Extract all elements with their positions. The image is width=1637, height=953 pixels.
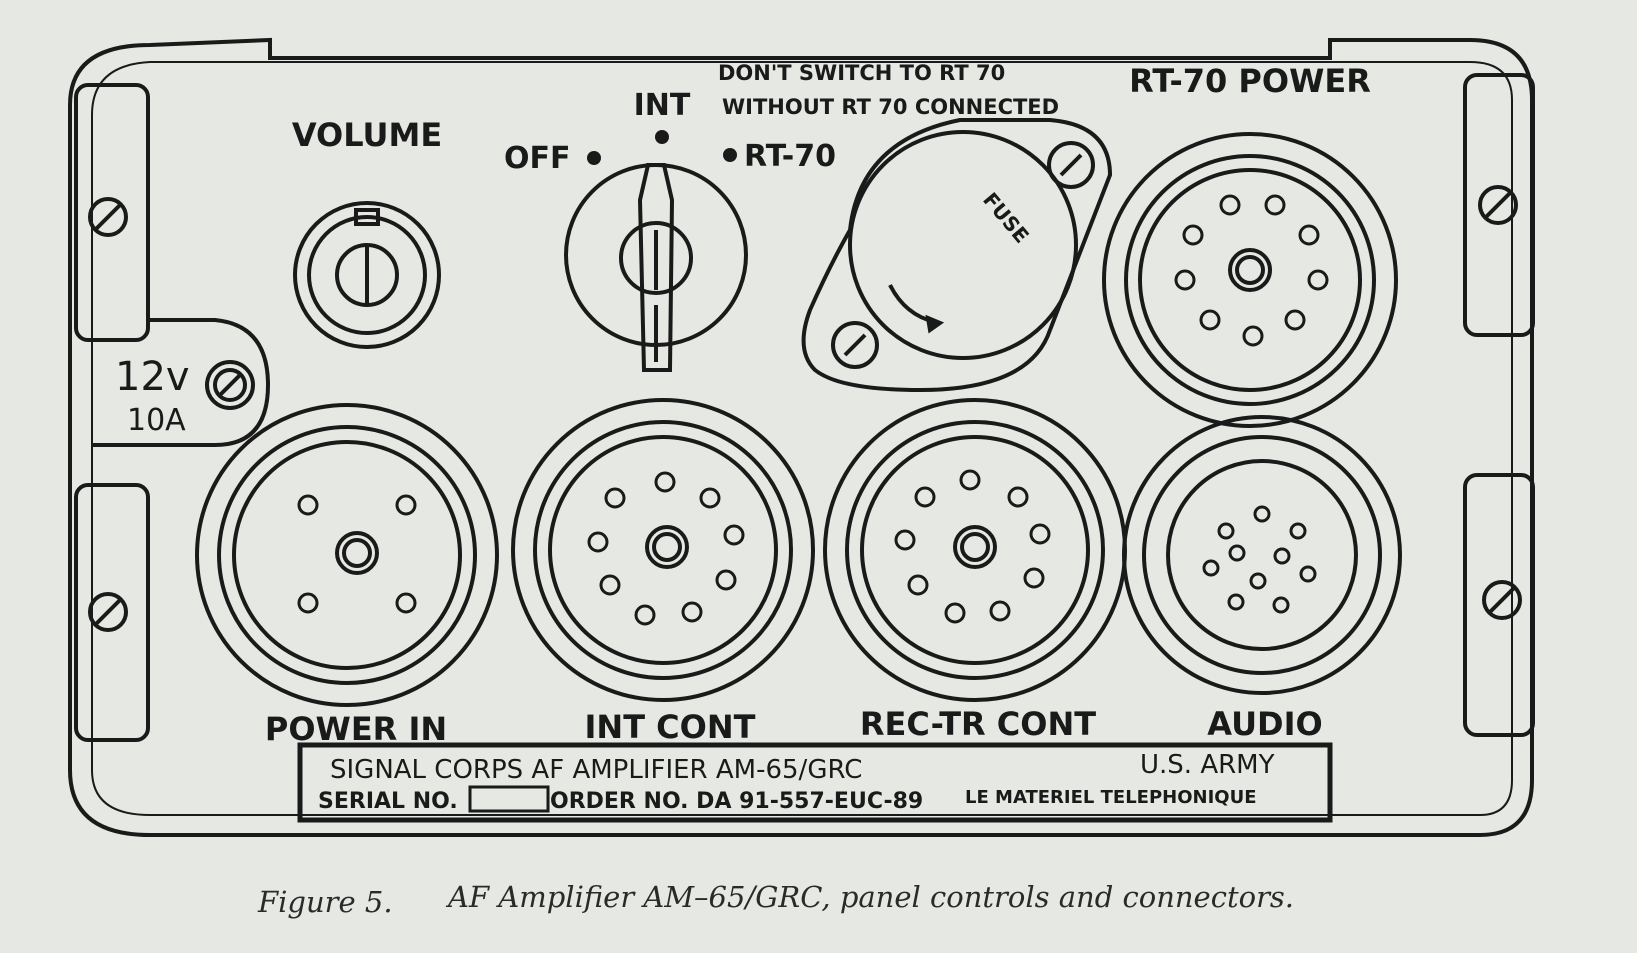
right-mounting-clip-top (1463, 73, 1535, 337)
left-mounting-clip-top (74, 83, 150, 342)
int-cont-connector[interactable] (511, 398, 815, 702)
power-in-pins (297, 494, 417, 614)
serial-label: SERIAL NO. (318, 789, 458, 814)
int-cont-label: INT CONT (585, 708, 756, 746)
amperage-label: 10A (127, 403, 186, 438)
rt70-power-label: RT-70 POWER (1129, 62, 1371, 100)
int-position-dot (655, 130, 669, 144)
rec-tr-cont-connector[interactable] (823, 398, 1127, 702)
nameplate (297, 742, 1333, 823)
int-cont-pins (587, 471, 745, 626)
warning-line-2: WITHOUT RT 70 CONNECTED (722, 95, 1059, 119)
volume-label: VOLUME (292, 116, 442, 154)
mode-switch[interactable] (564, 163, 748, 372)
order-number: ORDER NO. DA 91-557-EUC-89 (550, 789, 923, 814)
figure-caption: AF Amplifier AM–65/GRC, panel controls a… (445, 880, 1294, 914)
power-in-label: POWER IN (265, 710, 447, 748)
voltage-label: 12v (115, 354, 190, 400)
volume-knob[interactable] (293, 201, 441, 349)
warning-line-1: DON'T SWITCH TO RT 70 (718, 61, 1005, 85)
rec-tr-cont-label: REC-TR CONT (860, 705, 1096, 743)
audio-pins (1202, 505, 1317, 614)
int-label: INT (634, 88, 691, 123)
nameplate-title: SIGNAL CORPS AF AMPLIFIER AM-65/GRC (330, 755, 862, 785)
serial-number-box (468, 785, 550, 813)
power-tab (92, 318, 271, 447)
rec-tr-cont-pins (894, 469, 1051, 624)
nameplate-army: U.S. ARMY (1140, 750, 1275, 780)
panel-outline (68, 37, 1534, 837)
rt70-power-pins (1174, 194, 1329, 347)
figure-number: Figure 5. (257, 885, 393, 919)
audio-connector[interactable] (1122, 415, 1402, 695)
fuse-holder[interactable] (801, 118, 1113, 393)
rt70-label: RT-70 (744, 139, 836, 174)
left-mounting-clip-bottom (74, 483, 150, 742)
power-in-connector[interactable] (195, 403, 499, 707)
rt70-position-dot (723, 148, 737, 162)
manufacturer: LE MATERIEL TELEPHONIQUE (965, 787, 1257, 808)
off-label: OFF (504, 141, 571, 176)
off-position-dot (587, 151, 601, 165)
audio-label: AUDIO (1207, 705, 1322, 743)
right-mounting-clip-bottom (1463, 473, 1535, 737)
fuse-label: FUSE (978, 188, 1034, 248)
rt70-power-connector[interactable] (1102, 132, 1398, 428)
